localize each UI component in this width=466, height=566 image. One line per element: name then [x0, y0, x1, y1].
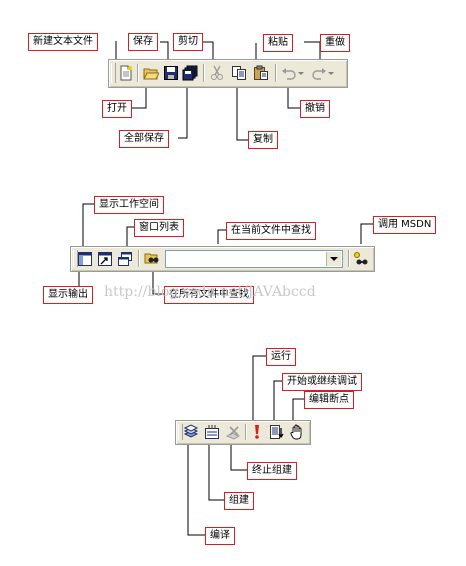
callout-edit-breakpoint: 编辑断点 [304, 391, 354, 409]
cut-button[interactable] [209, 65, 225, 81]
start-continue-debug-button[interactable] [269, 424, 285, 440]
standard-toolbar [108, 59, 348, 88]
leader-compile [187, 443, 205, 536]
show-workspace-button[interactable] [77, 251, 93, 267]
toolbar-separator [348, 250, 350, 267]
copy-button[interactable] [231, 65, 247, 81]
leader-save-all [178, 86, 188, 139]
callout-paste: 粘贴 [263, 34, 293, 52]
leader-edit-breakpoint [292, 398, 304, 422]
callout-cut: 剪切 [173, 33, 203, 51]
leader-stop-build [230, 443, 247, 471]
floppy-disk-icon [164, 66, 178, 80]
toolbar-separator [245, 424, 247, 440]
callout-undo: 撤销 [300, 100, 330, 118]
callout-copy: 复制 [248, 131, 278, 149]
chevron-down-icon [330, 257, 338, 261]
callout-window-list: 窗口列表 [134, 219, 184, 237]
leader-msdn [360, 223, 373, 244]
toolbar-grip[interactable] [111, 63, 116, 83]
compile-button[interactable] [183, 424, 199, 440]
find-in-files-icon [144, 253, 159, 264]
callout-build: 组建 [224, 492, 254, 510]
leader-run [252, 355, 266, 422]
toolbar-grip[interactable] [73, 250, 78, 267]
leader-cut [199, 41, 214, 60]
leader-start-debug [273, 380, 282, 422]
save-all-icon [182, 65, 198, 81]
leader-find-all [152, 268, 164, 295]
callout-save: 保存 [128, 33, 158, 51]
stop-build-icon [225, 426, 241, 440]
toolbar-separator [138, 250, 140, 267]
edit-breakpoint-button[interactable] [289, 424, 305, 440]
open-button[interactable] [143, 65, 159, 81]
workspace-toolbar [70, 246, 375, 272]
new-text-file-button[interactable] [118, 65, 134, 81]
leader-build [208, 443, 224, 501]
undo-arrow-icon [282, 68, 296, 80]
toolbar-grip[interactable] [178, 424, 183, 440]
callout-show-workspace: 显示工作空间 [94, 196, 164, 214]
window-list-button[interactable] [117, 251, 133, 267]
show-output-button[interactable] [97, 251, 113, 267]
hand-breakpoint-icon [290, 424, 302, 440]
open-folder-icon [143, 68, 159, 80]
callout-show-output: 显示输出 [43, 286, 93, 304]
output-window-icon [98, 252, 112, 266]
callout-save-all: 全部保存 [119, 130, 169, 148]
paste-clipboard-icon [254, 65, 268, 80]
workspace-window-icon [78, 252, 92, 266]
window-list-icon [118, 252, 132, 266]
save-button[interactable] [163, 65, 179, 81]
undo-dropdown-arrow[interactable] [298, 65, 304, 81]
leader-window-list [126, 226, 134, 250]
scissors-icon [211, 65, 223, 80]
callout-find-in-current-file: 在当前文件中查找 [226, 222, 316, 240]
leader-save [160, 41, 169, 60]
build-button[interactable] [204, 424, 220, 440]
call-msdn-button[interactable] [353, 251, 369, 267]
callout-run: 运行 [266, 348, 296, 366]
debug-go-icon [270, 425, 284, 439]
watermark-text: http://blog.csdn.net/JAVAbccd [104, 284, 316, 300]
leader-show-workspace [82, 203, 94, 248]
callout-new-text-file: 新建文本文件 [28, 33, 98, 51]
find-dropdown-button[interactable] [326, 252, 341, 266]
find-in-current-file-combobox[interactable] [165, 250, 343, 268]
callout-start-continue-debug: 开始或继续调试 [282, 373, 362, 391]
build-icon [205, 425, 219, 439]
toolbar-separator [275, 64, 277, 82]
redo-button[interactable] [311, 65, 327, 81]
leader-undo [287, 86, 300, 109]
new-document-icon [120, 65, 132, 81]
leader-find-current [217, 229, 226, 244]
save-all-button[interactable] [182, 65, 198, 81]
callout-find-in-all-files: 在所有文件中查找 [164, 286, 254, 304]
toolbar-separator [203, 64, 205, 82]
leader-redo [304, 41, 321, 60]
redo-arrow-icon [312, 68, 326, 80]
callout-redo: 重做 [320, 34, 350, 52]
callout-compile: 编译 [205, 527, 235, 545]
undo-button[interactable] [281, 65, 297, 81]
exclamation-run-icon [255, 425, 259, 439]
run-button[interactable] [249, 424, 265, 440]
chevron-down-icon [298, 72, 304, 75]
compile-icon [183, 424, 199, 438]
redo-dropdown-arrow[interactable] [328, 65, 334, 81]
paste-button[interactable] [253, 65, 269, 81]
toolbar-separator [137, 64, 139, 82]
msdn-search-icon [354, 252, 368, 265]
build-toolbar [175, 420, 311, 445]
callout-stop-build: 终止组建 [247, 462, 297, 480]
find-in-all-files-button[interactable] [144, 251, 160, 267]
callout-call-msdn: 调用 MSDN [373, 216, 437, 234]
stop-build-button[interactable] [225, 424, 241, 440]
copy-icon [232, 66, 246, 80]
leader-copy [236, 86, 248, 141]
leader-open [128, 86, 147, 109]
callout-open: 打开 [102, 100, 132, 118]
chevron-down-icon [328, 72, 334, 75]
